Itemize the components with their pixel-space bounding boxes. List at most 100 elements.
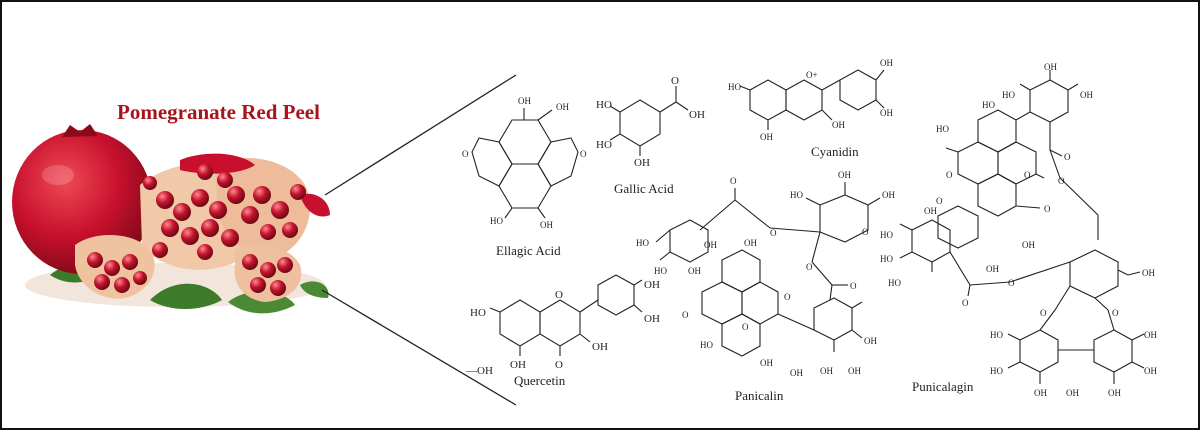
atom-label: O	[1064, 152, 1071, 162]
atom-label: OH	[1144, 330, 1157, 340]
compound-label-punicalagin: Punicalagin	[912, 379, 974, 394]
peel-rim	[300, 193, 330, 217]
cyanidin-structure	[739, 69, 885, 130]
compound-label-gallic-acid: Gallic Acid	[614, 181, 674, 196]
atom-label: O	[806, 262, 813, 272]
atom-label: O	[462, 149, 469, 159]
atom-label: O	[1044, 204, 1051, 214]
fruit-highlight	[42, 165, 74, 185]
atom-label: OH	[986, 264, 999, 274]
atom-label: HO	[880, 230, 893, 240]
atom-label: HO	[936, 124, 949, 134]
atom-label: OH	[704, 240, 717, 250]
atom-label: O	[1008, 278, 1015, 288]
arils	[87, 164, 306, 296]
atom-label: OH	[518, 96, 531, 106]
pomegranate-image	[12, 124, 330, 314]
atom-label: OH	[1080, 90, 1093, 100]
atom-label: O	[936, 196, 943, 206]
quercetin-atoms: HO O OH OH OH O OH —OH	[465, 279, 660, 377]
atom-label: HO	[990, 330, 1003, 340]
cyanidin-atoms: HO O+ OH OH OH OH	[728, 58, 893, 142]
panicalin-structure	[655, 182, 881, 357]
figure-title: Pomegranate Red Peel	[117, 100, 320, 124]
atom-label: OH	[688, 266, 701, 276]
atom-label: OH	[760, 132, 773, 142]
atom-label: O	[1058, 176, 1065, 186]
compound-label-cyanidin: Cyanidin	[811, 144, 859, 159]
atom-label: O+	[806, 70, 818, 80]
atom-label: HO	[636, 238, 649, 248]
atom-label: OH	[689, 109, 705, 121]
ellagic-acid-atoms: OH OH O O HO OH	[462, 96, 587, 230]
atom-label: OH	[556, 102, 569, 112]
atom-label: OH	[540, 220, 553, 230]
atom-label: O	[555, 289, 563, 301]
atom-label: HO	[490, 216, 503, 226]
atom-label: OH	[790, 368, 803, 378]
panicalin-atoms: O O HO OH OH O O O HO HO OH OH OH O O O …	[636, 170, 895, 378]
atom-label: OH	[592, 341, 608, 353]
atom-label: OH	[1066, 388, 1079, 398]
atom-label: OH	[744, 238, 757, 248]
atom-label: O	[730, 176, 737, 186]
compound-label-quercetin: Quercetin	[514, 373, 566, 388]
quercetin-structure	[489, 274, 643, 356]
atom-label: O	[742, 322, 749, 332]
atom-label: HO	[790, 190, 803, 200]
atom-label: OH	[880, 58, 893, 68]
atom-label: HO	[596, 99, 612, 111]
atom-label: O	[862, 227, 869, 237]
atom-label: O	[770, 228, 777, 238]
gallic-acid-structure	[609, 86, 689, 156]
atom-label: HO	[700, 340, 713, 350]
atom-label: OH	[820, 366, 833, 376]
atom-label: O	[962, 298, 969, 308]
callout-line-top	[324, 74, 517, 196]
atom-label: HO	[470, 307, 486, 319]
atom-label: —OH	[465, 365, 493, 377]
atom-label: OH	[880, 108, 893, 118]
compound-label-ellagic-acid: Ellagic Acid	[496, 243, 561, 258]
atom-label: OH	[510, 359, 526, 371]
atom-label: OH	[882, 190, 895, 200]
atom-label: O	[946, 170, 953, 180]
punicalagin-structure	[899, 70, 1145, 384]
atom-label: HO	[654, 266, 667, 276]
atom-label: OH	[760, 358, 773, 368]
compound-label-panicalin: Panicalin	[735, 388, 784, 403]
gallic-acid-atoms: O OH HO HO OH	[596, 75, 705, 169]
atom-label: HO	[596, 139, 612, 151]
atom-label: OH	[634, 157, 650, 169]
atom-label: O	[784, 292, 791, 302]
atom-label: HO	[880, 254, 893, 264]
atom-label: O	[1040, 308, 1047, 318]
atom-label: OH	[924, 206, 937, 216]
atom-label: O	[850, 281, 857, 291]
atom-label: HO	[982, 100, 995, 110]
callout-line-bottom	[321, 289, 517, 406]
atom-label: OH	[864, 336, 877, 346]
atom-label: O	[1024, 170, 1031, 180]
atom-label: HO	[990, 366, 1003, 376]
atom-label: OH	[644, 279, 660, 291]
atom-label: OH	[1044, 62, 1057, 72]
leaf	[150, 283, 222, 309]
atom-label: OH	[832, 120, 845, 130]
atom-label: OH	[1022, 240, 1035, 250]
atom-label: OH	[1034, 388, 1047, 398]
atom-label: O	[682, 310, 689, 320]
atom-label: OH	[1144, 366, 1157, 376]
atom-label: O	[671, 75, 679, 87]
atom-label: O	[580, 149, 587, 159]
atom-label: OH	[1108, 388, 1121, 398]
punicalagin-atoms: OH HO OH HO HO O O O O O O OH OH HO HO H…	[880, 62, 1157, 398]
atom-label: O	[1112, 308, 1119, 318]
atom-label: HO	[728, 82, 741, 92]
atom-label: OH	[644, 313, 660, 325]
atom-label: OH	[848, 366, 861, 376]
atom-label: OH	[1142, 268, 1155, 278]
leaf	[300, 281, 329, 298]
atom-label: O	[555, 359, 563, 371]
